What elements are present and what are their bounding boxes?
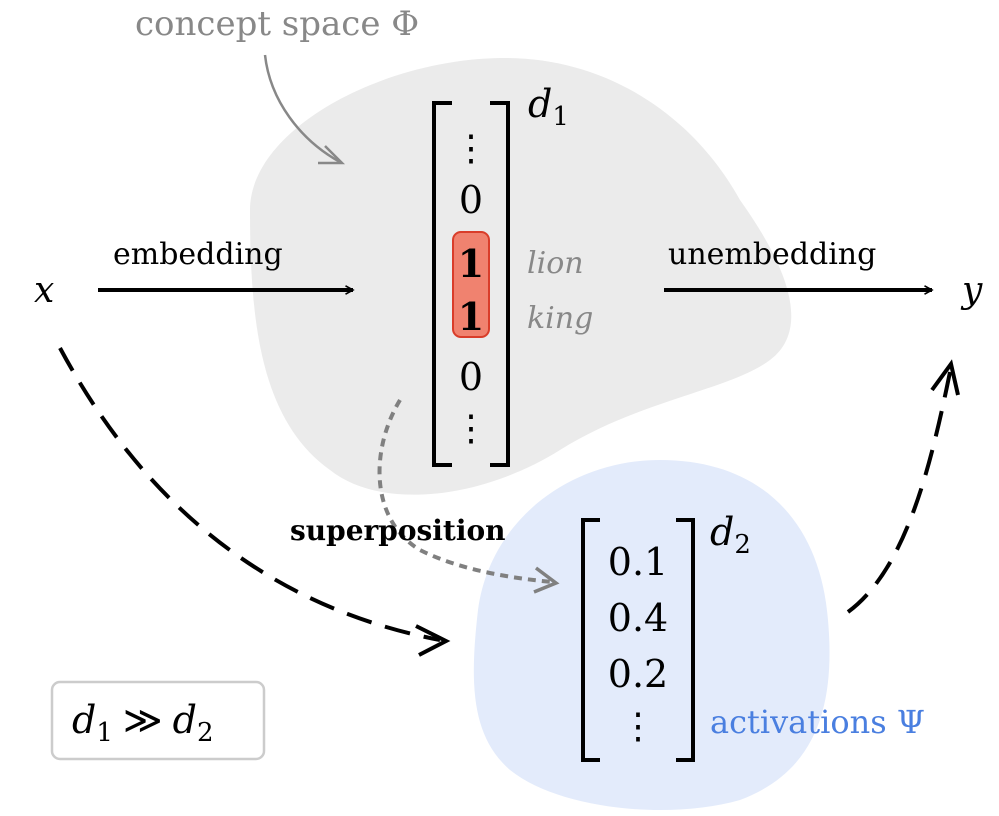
concept-space-pointer-arrow bbox=[263, 54, 341, 164]
activations-label: activations Ψ bbox=[710, 703, 925, 741]
relation-text: d1≫d2 bbox=[72, 698, 214, 748]
activations-to-y-arrowhead bbox=[930, 359, 960, 396]
superposition-arrowhead bbox=[533, 566, 560, 594]
concept-entry-0-b: 0 bbox=[459, 355, 483, 399]
output-symbol: y bbox=[960, 270, 983, 311]
x-to-activations-arrowhead bbox=[415, 624, 451, 657]
king-annotation: king bbox=[527, 301, 593, 336]
concept-entry-1-king: 1 bbox=[458, 294, 484, 339]
concept-space-pointer-arrowhead bbox=[318, 145, 346, 165]
superposition-label: superposition bbox=[290, 514, 506, 547]
concept-vector-left-bracket bbox=[432, 101, 452, 467]
lion-annotation: lion bbox=[527, 246, 584, 281]
activation-vector-left-bracket bbox=[581, 518, 600, 762]
activation-entry-0: 0.1 bbox=[608, 540, 668, 584]
concept-dimension-label: d1 bbox=[528, 82, 569, 132]
embedding-label: embedding bbox=[113, 237, 283, 272]
unembedding-label: unembedding bbox=[668, 237, 876, 272]
concept-highlight-box bbox=[452, 231, 490, 338]
activation-entry-vdots: ⋮ bbox=[620, 706, 656, 747]
activations-to-y-dashed-arrow bbox=[846, 371, 952, 614]
concept-space-label: concept space Φ bbox=[135, 4, 419, 44]
input-symbol: x bbox=[34, 270, 54, 311]
activations-blob bbox=[473, 460, 830, 810]
concept-entry-vdots-top: ⋮ bbox=[453, 128, 489, 169]
relation-box bbox=[50, 680, 266, 761]
activation-entry-2: 0.2 bbox=[608, 652, 668, 696]
concept-entry-1-lion: 1 bbox=[458, 241, 484, 286]
concept-space-blob bbox=[250, 57, 792, 495]
activation-vector-right-bracket bbox=[676, 518, 695, 762]
concept-vector-right-bracket bbox=[490, 101, 510, 467]
concept-entry-vdots-bottom: ⋮ bbox=[453, 408, 489, 449]
superposition-dotted-arrow bbox=[377, 398, 553, 584]
activation-dimension-label: d2 bbox=[710, 510, 751, 560]
concept-entry-0-a: 0 bbox=[459, 178, 483, 222]
activation-entry-1: 0.4 bbox=[608, 596, 668, 640]
x-to-activations-dashed-arrow bbox=[58, 347, 441, 642]
